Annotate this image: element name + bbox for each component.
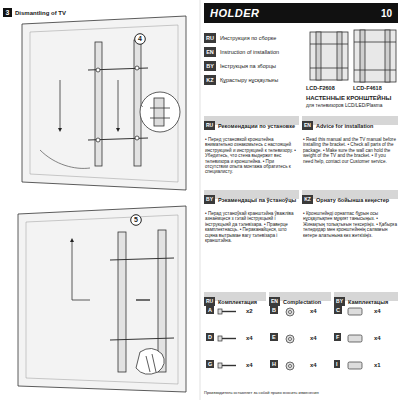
page-divider: [200, 0, 201, 400]
language-row: BY Інструкцыя па зборцы: [204, 56, 304, 74]
heading-text: HOLDER: [210, 7, 259, 19]
tag-badge: EN: [204, 47, 216, 57]
section-panel: KZОрнату бойынша кеңестер • Кронштейнді о…: [302, 190, 398, 238]
part-letter: F: [334, 333, 341, 341]
header-bar: HOLDER 10: [204, 3, 398, 23]
body-text: • Перед установкой кронштейна внимательн…: [204, 137, 299, 175]
language-row: KZ Құрастыру нұсқаулығы: [204, 70, 304, 88]
tag-badge: 3: [3, 8, 12, 17]
part-quantity: x4: [310, 308, 317, 315]
product-title: НАСТЕННЫЕ КРОНШТЕЙНЫ: [306, 95, 391, 102]
part-icon: [286, 362, 294, 370]
section-panel: RUРекомендации по установке • Перед устан…: [204, 116, 299, 175]
part-icon: [348, 362, 362, 369]
heading-text: 4: [134, 33, 146, 45]
part-icon: [286, 335, 294, 343]
heading-text: Комплектация: [218, 299, 257, 305]
language-row: RU Инструкция по сборке: [204, 28, 304, 46]
heading-text: Рекомендации по установке: [218, 123, 295, 129]
tag-badge: EN: [269, 297, 280, 306]
part-letter: A: [206, 306, 214, 314]
part-quantity: x4: [374, 308, 381, 315]
tv-bottom-illustration: [18, 206, 186, 392]
heading-text: Dismantling of TV: [15, 10, 66, 16]
part-icon: [348, 335, 362, 342]
part-icon: [218, 336, 236, 341]
tag-badge: EN: [302, 121, 313, 130]
heading-text: Інструкцыя па зборцы: [220, 63, 276, 69]
part-letter: G: [206, 360, 214, 368]
heading-text: Рэкамендацыі па ўстаноўцы: [218, 197, 296, 203]
callout-number: 4: [134, 33, 146, 45]
parts-icons: [218, 308, 362, 370]
tag-badge: RU: [204, 33, 216, 43]
part-quantity: x4: [374, 335, 381, 342]
part-quantity: x4: [310, 335, 317, 342]
body-text: • Read this manual and the TV manual bef…: [302, 137, 398, 164]
callout-outline: [131, 215, 142, 226]
section-panel: BYРэкамендацыі па ўстаноўцы • Перад устан…: [204, 190, 299, 243]
tag-badge: BY: [204, 61, 216, 71]
tv-top-illustration: [22, 16, 186, 190]
heading-text: 5: [130, 214, 142, 226]
section-heading: ENComplectation: [269, 292, 331, 310]
model-name: LCD-F2608: [306, 85, 335, 91]
part-quantity: x4: [246, 335, 253, 342]
heading-text: 10: [381, 8, 392, 19]
tag-badge: BY: [204, 195, 215, 204]
part-quantity: x1: [374, 362, 381, 369]
callout-outline: [135, 34, 146, 45]
section-heading: BYКамплектацыя: [334, 292, 398, 310]
heading-text: Орнату бойынша кеңестер: [316, 197, 389, 203]
tag-badge: RU: [204, 121, 215, 130]
part-letter: H: [270, 360, 278, 368]
part-quantity: x4: [310, 362, 317, 369]
part-quantity: x4: [246, 362, 253, 369]
part-quantity: x2: [246, 308, 253, 315]
heading-text: Құрастыру нұсқаулығы: [220, 77, 278, 83]
heading-text: Инструкция по сборке: [220, 35, 276, 41]
part-letter: C: [334, 306, 342, 314]
body-text: • Кронштейнді орнатпас бұрын осы нұсқаул…: [302, 211, 398, 238]
heading-text: Instruction of installation: [220, 49, 279, 55]
part-icon: [218, 363, 236, 368]
heading-text: Камплектацыя: [348, 299, 388, 305]
model-name: LCD-F4618: [353, 85, 382, 91]
section-panel: ENAdvice for installation • Read this man…: [302, 116, 398, 164]
bracket-product-drawings: [310, 30, 396, 82]
part-letter: B: [270, 306, 278, 314]
language-row: EN Instruction of installation: [204, 42, 304, 60]
footnote: Производитель оставляет за собой право в…: [204, 391, 319, 395]
callout-number: 5: [130, 214, 142, 226]
tag-badge: KZ: [204, 75, 216, 85]
heading-text: Advice for installation: [316, 123, 373, 129]
heading-text: Complectation: [283, 299, 321, 305]
part-letter: I: [334, 360, 340, 368]
part-letter: E: [270, 333, 278, 341]
step-heading: 3Dismantling of TV: [3, 3, 113, 21]
product-title: для телевизоров LCD/LED/Plasma: [306, 103, 383, 108]
body-text: • Перад устаноўкай кранштэйна ўважліва а…: [204, 211, 299, 243]
tag-badge: KZ: [302, 195, 313, 204]
tag-badge: BY: [334, 297, 345, 306]
part-letter: D: [206, 333, 214, 341]
tag-badge: RU: [204, 297, 215, 306]
